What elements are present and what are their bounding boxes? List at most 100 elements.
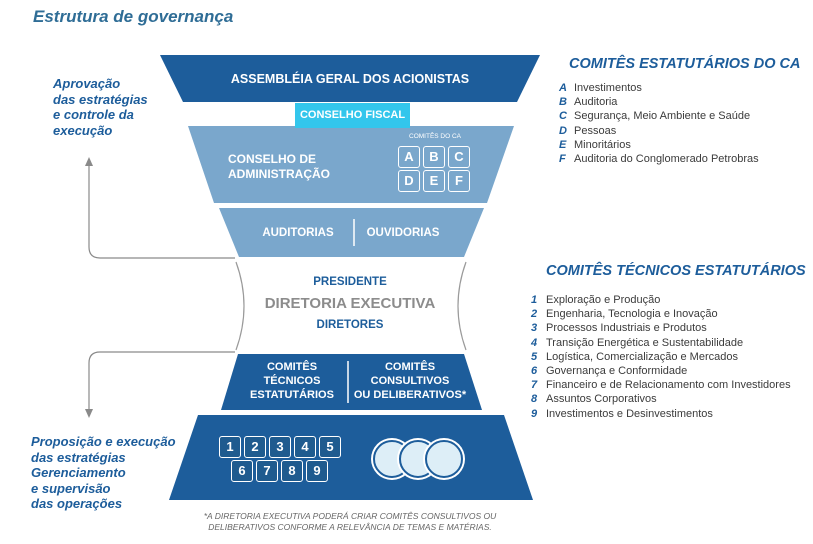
list-label: Transição Energética e Sustentabilidade — [546, 336, 744, 349]
list-item: 3 Processos Industriais e Produtos — [531, 321, 791, 335]
list-key: 9 — [531, 407, 538, 420]
hourglass-left-curve — [235, 261, 245, 351]
assembleia-shape — [160, 55, 540, 102]
list-item: 5 Logística, Comercialização e Mercados — [531, 350, 791, 364]
tech-box-3: 3 — [269, 436, 291, 458]
diretores-label: DIRETORES — [316, 319, 384, 331]
list-label: Pessoas — [574, 124, 617, 137]
list-key: 7 — [531, 379, 538, 392]
comites-do-ca-label: COMITÊS DO CA — [409, 133, 462, 140]
list-item: 9 Investimentos e Desinvestimentos — [531, 407, 791, 421]
conselho-admin-label: CONSELHO DE ADMINISTRAÇÃO — [228, 152, 330, 182]
page-title: Estrutura de governança — [33, 7, 234, 26]
up-arrowhead-icon — [85, 157, 93, 166]
list-label: Investimentos e Desinvestimentos — [546, 407, 713, 420]
list-label: Auditoria — [574, 96, 618, 109]
diretoria-executiva-label: DIRETORIA EXECUTIVA — [264, 295, 436, 312]
list-item: E Minoritários — [559, 138, 759, 152]
comites-tecnicos-label: COMITÊS TÉCNICOS ESTATUTÁRIOS — [238, 360, 346, 402]
list-label: Financeiro e de Relacionamento com Inves… — [546, 379, 791, 392]
auditorias-shape — [219, 208, 484, 257]
tech-box-2: 2 — [244, 436, 266, 458]
comites-consultivos-line: OU DELIBERATIVOS* — [353, 389, 467, 401]
proposal-line: das estratégias — [31, 449, 126, 465]
list-label: Exploração e Produção — [546, 294, 661, 306]
tech-box-4: 4 — [294, 436, 316, 458]
list-item: 7 Financeiro e de Relacionamento com Inve… — [531, 378, 791, 392]
ouvidorias-label: OUVIDORIAS — [366, 227, 440, 239]
tech-box-5: 5 — [319, 436, 341, 458]
footnote: *A DIRETORIA EXECUTIVA PODERÁ CRIAR COMI… — [185, 511, 515, 533]
consultive-committee-circle — [425, 440, 463, 478]
up-arrow-line — [88, 165, 235, 259]
ca-box-d: D — [398, 170, 420, 192]
conselho-fiscal-label: CONSELHO FISCAL — [299, 109, 406, 121]
comites-tecnicos-line: TÉCNICOS — [263, 375, 321, 387]
tech-committees-heading: COMITÊS TÉCNICOS ESTATUTÁRIOS — [546, 263, 806, 279]
list-label: Segurança, Meio Ambiente e Saúde — [574, 110, 751, 123]
list-item: 6 Governança e Conformidade — [531, 364, 791, 378]
list-label: Engenharia, Tecnologia e Inovação — [546, 308, 718, 321]
tech-box-7: 7 — [256, 460, 278, 482]
footnote-line: *A DIRETORIA EXECUTIVA PODERÁ CRIAR COMI… — [203, 511, 497, 521]
down-arrow-line — [88, 351, 235, 410]
list-key: 3 — [531, 322, 538, 335]
tech-box-9: 9 — [306, 460, 328, 482]
list-key: D — [559, 124, 567, 137]
list-label: Logística, Comercialização e Mercados — [546, 350, 738, 363]
tech-box-6: 6 — [231, 460, 253, 482]
ca-box-c: C — [448, 146, 470, 168]
list-label: Auditoria do Conglomerado Petrobras — [574, 153, 759, 166]
list-item: 4 Transição Energética e Sustentabilidade — [531, 336, 791, 350]
tech-box-8: 8 — [281, 460, 303, 482]
comites-consultivos-label: COMITÊS CONSULTIVOS OU DELIBERATIVOS* — [350, 360, 470, 402]
conselho-fiscal-box: CONSELHO FISCAL — [295, 103, 410, 128]
list-label: Governança e Conformidade — [546, 365, 688, 378]
proposal-text: Proposição e execução das estratégias Ge… — [31, 434, 176, 512]
approval-line: execução — [53, 122, 113, 138]
ca-box-a: A — [398, 146, 420, 168]
proposal-line: Proposição e execução — [31, 434, 176, 449]
list-item: C Segurança, Meio Ambiente e Saúde — [559, 109, 759, 123]
comites-tecnicos-line: COMITÊS — [266, 361, 318, 373]
approval-line: Aprovação — [53, 76, 121, 91]
list-item: 2 Engenharia, Tecnologia e Inovação — [531, 307, 791, 321]
list-label: Minoritários — [574, 138, 631, 151]
proposal-line: das operações — [31, 496, 123, 511]
list-label: Assuntos Corporativos — [546, 393, 657, 406]
ca-committees-heading: COMITÊS ESTATUTÁRIOS DO CA — [569, 56, 801, 72]
comites-shape — [221, 354, 482, 410]
proposal-line: Gerenciamento — [31, 465, 126, 480]
approval-line: das estratégias — [53, 91, 148, 107]
list-key: 4 — [531, 336, 538, 349]
list-key: 5 — [531, 350, 538, 363]
down-arrowhead-icon — [85, 409, 93, 418]
list-key: F — [559, 153, 566, 166]
hourglass-right-curve — [457, 261, 467, 351]
list-key: C — [559, 110, 567, 123]
assembleia-label: ASSEMBLÉIA GERAL DOS ACIONISTAS — [230, 72, 470, 86]
approval-text: Aprovação das estratégias e controle da … — [53, 76, 148, 138]
footnote-line: DELIBERATIVOS CONFORME A RELEVÂNCIA DE T… — [208, 522, 492, 532]
tech-committees-list: 1 Exploração e Produção 2 Engenharia, Tecn… — [531, 293, 791, 421]
list-key: 1 — [531, 294, 538, 306]
list-label: Investimentos — [574, 82, 642, 94]
conselho-admin-line: ADMINISTRAÇÃO — [228, 167, 330, 181]
comites-consultivos-line: COMITÊS — [384, 361, 436, 373]
list-key: A — [559, 82, 567, 94]
list-item: 1 Exploração e Produção — [531, 293, 791, 307]
list-key: E — [559, 138, 567, 151]
approval-line: e controle da — [53, 107, 134, 122]
list-key: 6 — [531, 365, 538, 378]
proposal-line: e supervisão — [31, 480, 111, 496]
list-item: F Auditoria do Conglomerado Petrobras — [559, 152, 759, 166]
ca-box-f: F — [448, 170, 470, 192]
presidente-label: PRESIDENTE — [313, 276, 387, 288]
tech-box-1: 1 — [219, 436, 241, 458]
list-key: 2 — [531, 308, 538, 321]
list-label: Processos Industriais e Produtos — [546, 322, 707, 335]
comites-tecnicos-line: ESTATUTÁRIOS — [250, 389, 334, 401]
